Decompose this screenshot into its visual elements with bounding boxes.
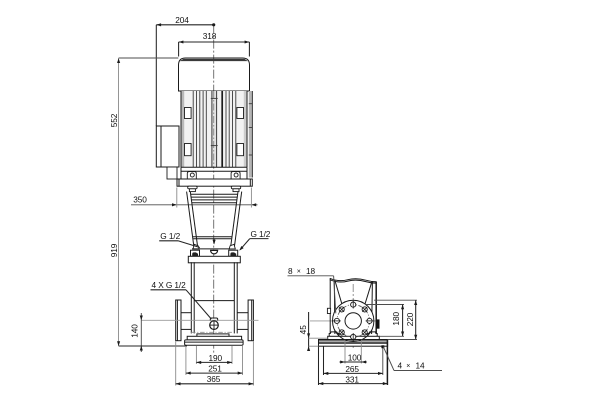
svg-text:45: 45 bbox=[298, 325, 308, 335]
svg-text:140: 140 bbox=[130, 324, 140, 338]
svg-text:365: 365 bbox=[207, 374, 221, 384]
svg-text:919: 919 bbox=[109, 243, 119, 257]
svg-text:G 1/2: G 1/2 bbox=[160, 231, 180, 241]
svg-text:100: 100 bbox=[348, 353, 362, 363]
svg-text:204: 204 bbox=[175, 15, 189, 25]
svg-text:552: 552 bbox=[109, 113, 119, 127]
svg-text:190: 190 bbox=[209, 353, 223, 363]
svg-text:G 1/2: G 1/2 bbox=[251, 229, 271, 239]
svg-text:331: 331 bbox=[345, 374, 359, 384]
svg-text:265: 265 bbox=[345, 364, 359, 374]
svg-text:220: 220 bbox=[405, 312, 415, 326]
svg-text:251: 251 bbox=[208, 364, 222, 374]
svg-text:318: 318 bbox=[203, 31, 217, 41]
svg-text:350: 350 bbox=[133, 195, 147, 205]
svg-text:4 X G 1/2: 4 X G 1/2 bbox=[152, 280, 187, 290]
svg-text:180: 180 bbox=[391, 312, 401, 326]
